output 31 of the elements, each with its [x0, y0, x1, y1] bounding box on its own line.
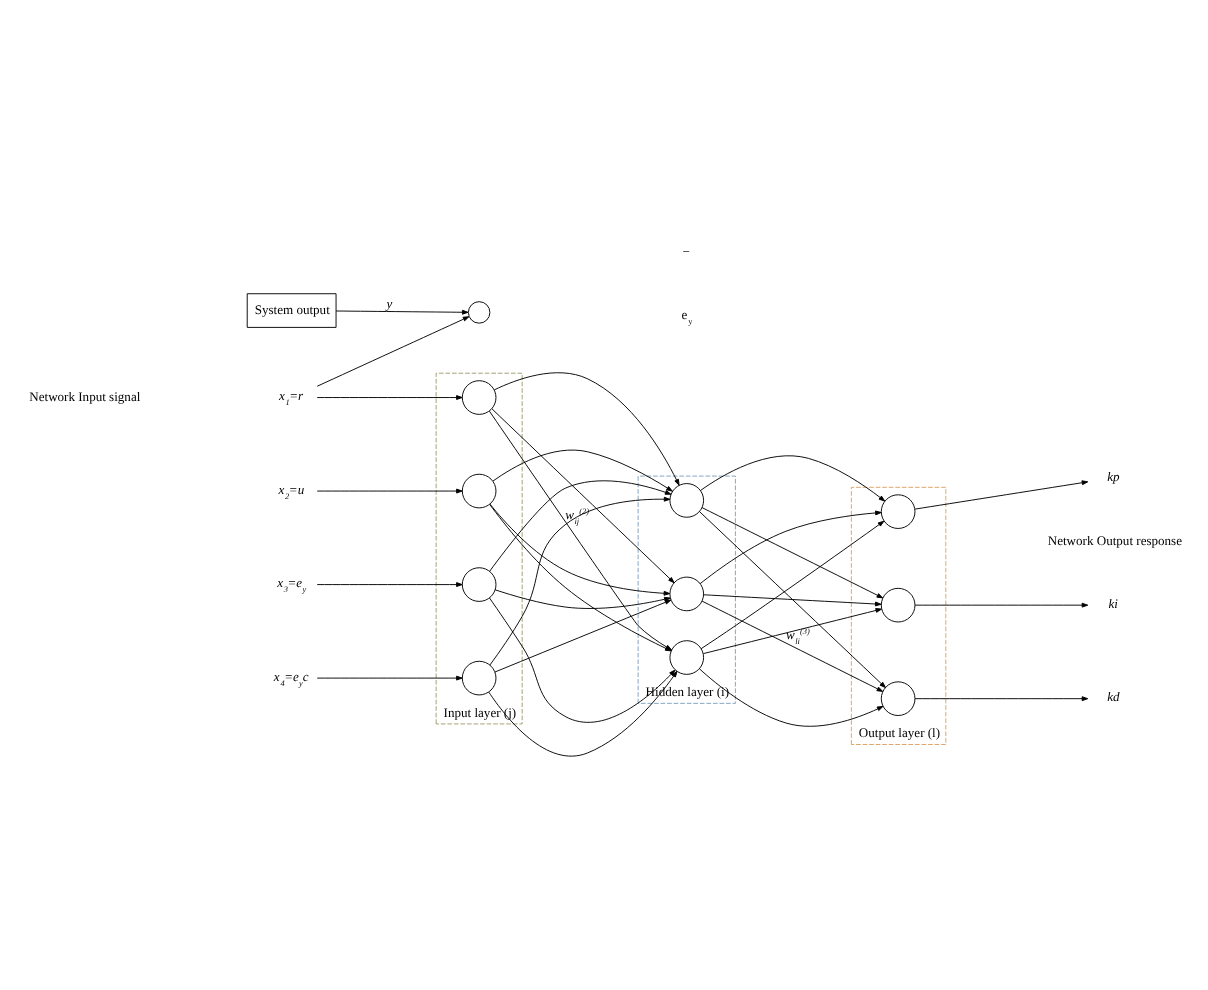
arrow — [914, 479, 1089, 509]
node-circle — [669, 482, 705, 517]
arrow — [489, 502, 671, 595]
arrow — [492, 448, 673, 491]
node-circle — [880, 586, 916, 622]
arrow — [703, 607, 882, 654]
arrow — [489, 479, 672, 571]
node-circle — [461, 379, 497, 414]
arrow — [316, 394, 463, 399]
arrow — [699, 510, 886, 688]
arrow — [914, 695, 1089, 701]
arrow — [700, 519, 885, 649]
arrow — [703, 593, 882, 606]
arrow — [701, 599, 884, 691]
arrow — [316, 487, 463, 493]
arrow — [335, 308, 469, 314]
node-circle — [461, 659, 497, 695]
arrow — [493, 371, 680, 485]
arrow — [491, 407, 675, 583]
arrow — [699, 667, 884, 726]
arrow — [316, 581, 463, 586]
arrow — [914, 601, 1089, 607]
arrow — [316, 674, 463, 680]
arrow — [494, 588, 671, 608]
node-circle — [461, 566, 497, 601]
arrow — [700, 454, 886, 501]
node-circle — [467, 300, 491, 323]
arrow — [316, 315, 470, 386]
node-circle — [461, 472, 497, 508]
arrow — [701, 506, 884, 598]
arrow — [699, 509, 882, 584]
